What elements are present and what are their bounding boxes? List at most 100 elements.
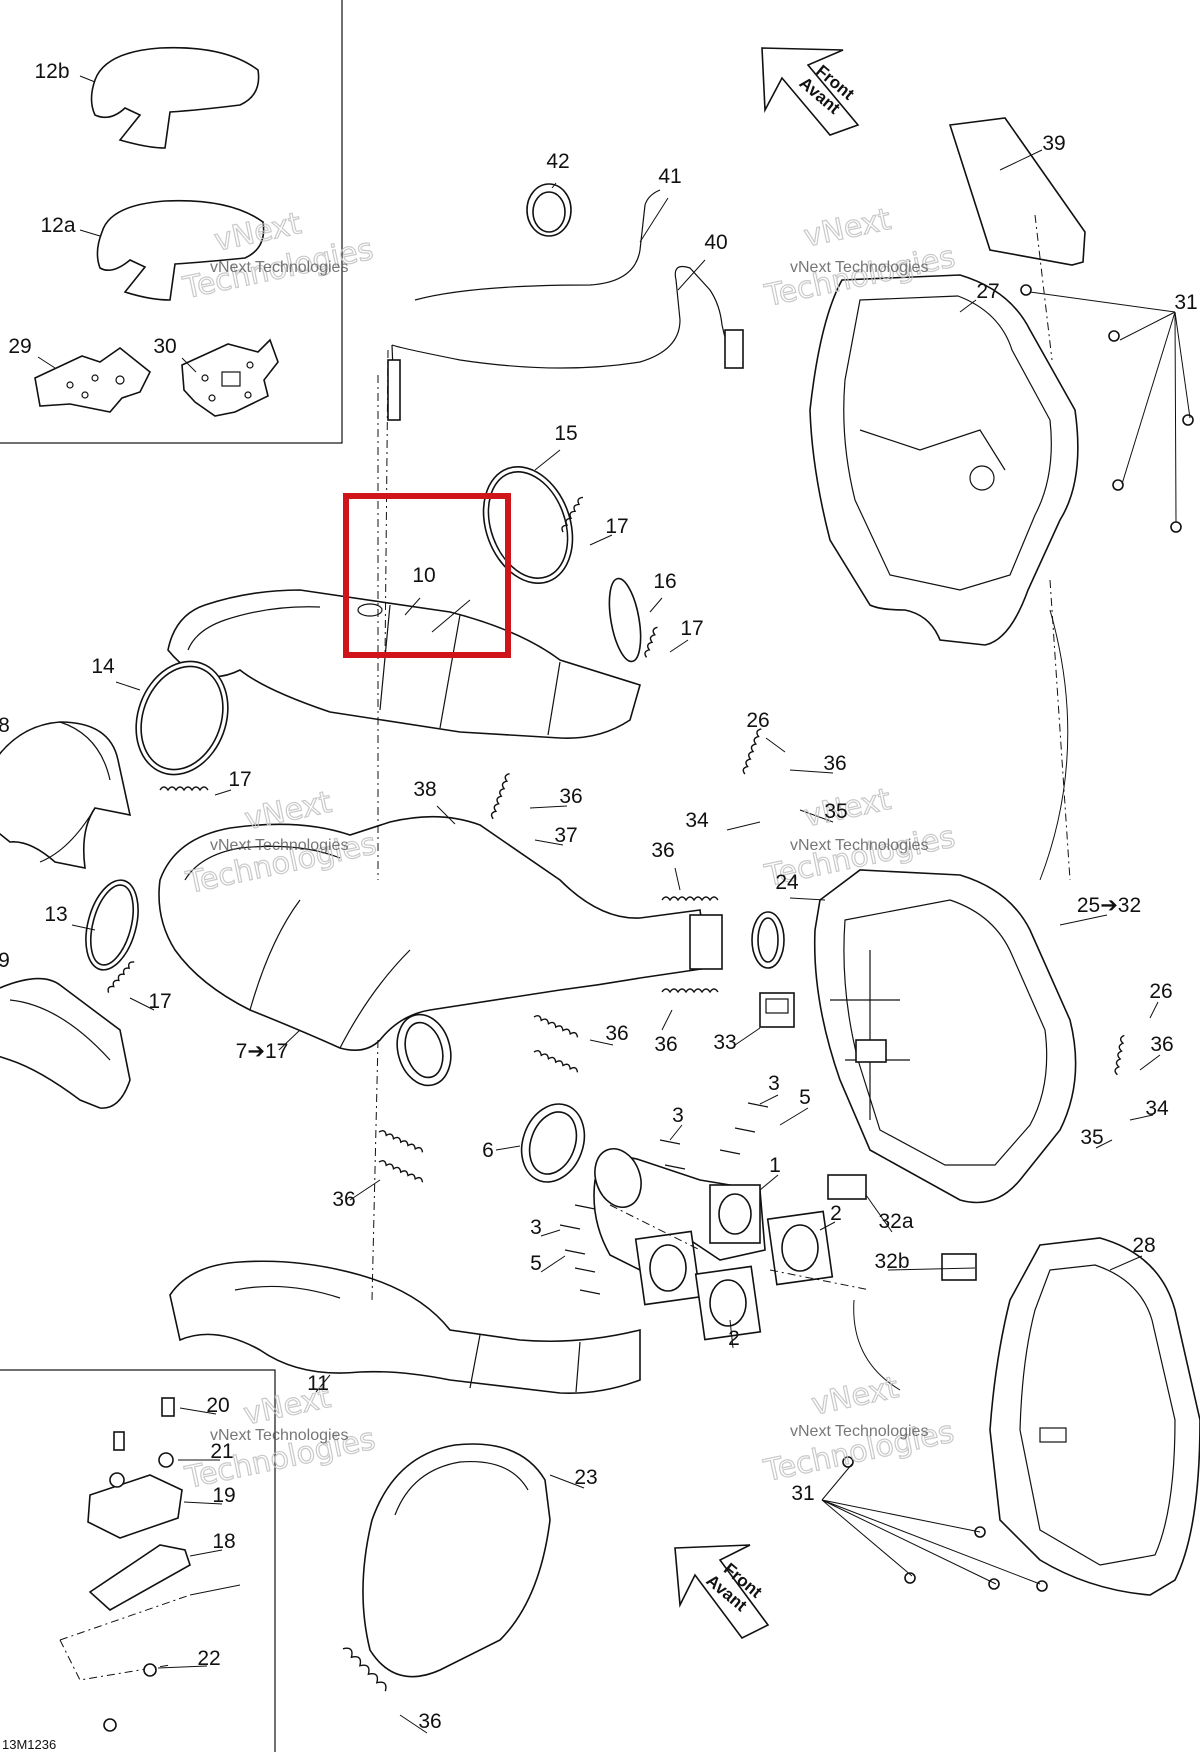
elbow-shield-8 [0,721,132,870]
clamp-42 [526,183,572,237]
callout-c24: 24 [775,871,799,894]
callout-c17d: 17 [148,990,171,1013]
callout-c1: 1 [769,1154,781,1177]
bracket-assembly-18-22 [59,1397,191,1732]
heat-shield-11 [169,1260,641,1395]
callout-c39: 39 [1042,132,1065,155]
connector-33 [759,992,795,1028]
pipe-guard-23 [362,1443,551,1678]
callout-c2532: 25➔32 [1077,894,1141,917]
callout-c3c: 3 [530,1216,542,1239]
callout-c27: 27 [976,280,999,303]
callout-c3a: 3 [768,1072,780,1095]
callout-c31b: 31 [791,1482,814,1505]
callout-c42: 42 [546,150,569,173]
callout-c2a: 2 [830,1202,842,1225]
springs [107,496,1125,1692]
callout-c5a: 5 [799,1086,811,1109]
callout-c34a: 34 [685,809,709,832]
heat-shield-12b [90,46,260,149]
callout-c5b: 5 [530,1252,542,1275]
inset-box-bottom-left [0,1369,276,1752]
callout-c36d: 36 [605,1022,628,1045]
callout-c736: 7➔17 [236,1040,289,1063]
callout-c36a: 36 [823,752,846,775]
nuts-31 [842,284,1194,1592]
callout-c21: 21 [210,1440,233,1463]
callout-c3b: 3 [672,1104,684,1127]
diagram-code: 13M1236 [2,1737,56,1752]
callout-c11: 11 [307,1372,329,1395]
gasket-30 [181,338,279,417]
highlight-box-part-10 [343,493,511,658]
callout-c31a: 31 [1174,291,1197,314]
highlight-leader [431,599,471,633]
leader-lines [37,75,1191,1734]
callout-c2b: 2 [728,1327,740,1350]
watermark-small-2: vNext Technologies [790,259,928,276]
direction-arrow-bottom: Front Avant [674,1544,770,1640]
callout-c13: 13 [44,903,67,926]
callout-c36e: 36 [654,1033,677,1056]
callout-c17b: 17 [680,617,703,640]
callout-c15: 15 [554,422,577,445]
callout-c32a: 32a [878,1210,913,1233]
callout-c26b: 26 [1149,980,1172,1003]
callout-c40: 40 [704,231,727,254]
callout-c35b: 35 [1080,1126,1103,1149]
heat-shield-12a [96,199,265,301]
plate-39 [948,117,1086,266]
watermark-small-4: vNext Technologies [790,837,928,854]
callout-c12b: 12b [34,60,69,83]
clamp-ring-13 [85,879,139,971]
callout-c17c: 17 [228,768,251,791]
callout-c10: 10 [412,564,435,587]
muffler-cover-27 [809,274,1079,646]
expansion-pipe-7 [158,815,723,1087]
callout-c8: 8 [0,714,10,737]
callout-c36f: 36 [1150,1033,1173,1056]
callout-c34b: 34 [1145,1097,1169,1120]
watermark-small-3: vNext Technologies [210,837,348,854]
callout-c20: 20 [206,1394,229,1417]
direction-arrow-top: Front Avant [761,47,860,136]
watermark-line1-f: vNext [809,1370,902,1423]
callout-c41: 41 [658,165,681,188]
callout-c32b: 32b [874,1250,909,1273]
flange-2-upper [766,1210,834,1286]
callout-c6: 6 [482,1139,494,1162]
callout-c38: 38 [413,778,436,801]
callout-c33: 33 [713,1031,736,1054]
callout-c16: 16 [653,570,676,593]
callout-c23: 23 [574,1466,597,1489]
block-32a [827,1174,867,1200]
inset-box-top-left [0,0,343,444]
elbow-shield-9 [0,977,131,1109]
flange-2-lower-right [694,1265,762,1341]
block-32b [941,1253,977,1281]
clamp-ring-15 [482,466,574,584]
flange-2-lower-left [634,1230,702,1306]
callout-c18: 18 [212,1530,235,1553]
callout-c17a: 17 [605,515,628,538]
callout-c30: 30 [153,335,176,358]
callout-c35a: 35 [824,800,847,823]
cover-28 [989,1237,1200,1596]
callout-c22: 22 [197,1647,220,1670]
callout-c26a: 26 [746,709,769,732]
watermark-small-6: vNext Technologies [790,1423,928,1440]
callout-c28: 28 [1132,1234,1155,1257]
callout-c36h: 36 [418,1710,441,1733]
callout-c14: 14 [91,655,115,678]
bolts-3-5 [559,1102,769,1295]
gasket-29 [34,347,152,413]
sensor-cable-40-41 [387,189,744,421]
muffler-25 [813,869,1077,1204]
callout-c12a: 12a [40,214,75,237]
callout-c19: 19 [212,1484,235,1507]
callout-c29: 29 [8,335,31,358]
heat-shield-10 [167,589,641,739]
callout-c36g: 36 [332,1188,355,1211]
